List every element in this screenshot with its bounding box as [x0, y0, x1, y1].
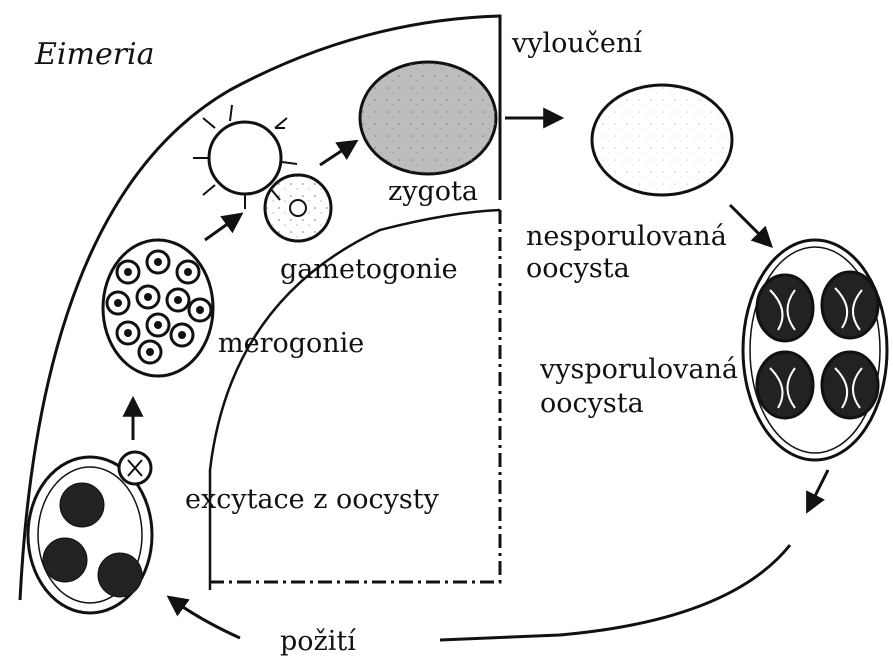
label-merogony: merogonie [218, 328, 364, 359]
label-unsporulated-1: nesporulovaná [526, 221, 727, 252]
zygote [360, 62, 496, 174]
label-excystation: excytace z oocysty [185, 484, 440, 515]
label-gametogony: gametogonie [280, 254, 458, 285]
macrogamont [265, 175, 331, 241]
ingestion-path [440, 545, 790, 640]
meront [103, 240, 213, 376]
arrow-to-sporulation [730, 205, 770, 245]
label-release: vyloučení [511, 28, 642, 59]
label-unsporulated-2: oocysta [526, 253, 630, 284]
arrow-merogony-up [205, 215, 240, 240]
arrow-ingestion [170, 598, 240, 638]
arrow-to-outer [808, 470, 828, 510]
label-ingestion: požití [280, 626, 356, 656]
label-sporulated-1: vysporulovaná [539, 354, 738, 385]
sporulated-oocyst [743, 240, 887, 460]
label-zygote: zygota [388, 176, 478, 207]
label-sporulated-2: oocysta [540, 388, 644, 419]
diagram-title: Eimeria [34, 37, 155, 72]
excysting-oocyst [28, 452, 152, 613]
arrow-to-zygote [320, 142, 355, 165]
